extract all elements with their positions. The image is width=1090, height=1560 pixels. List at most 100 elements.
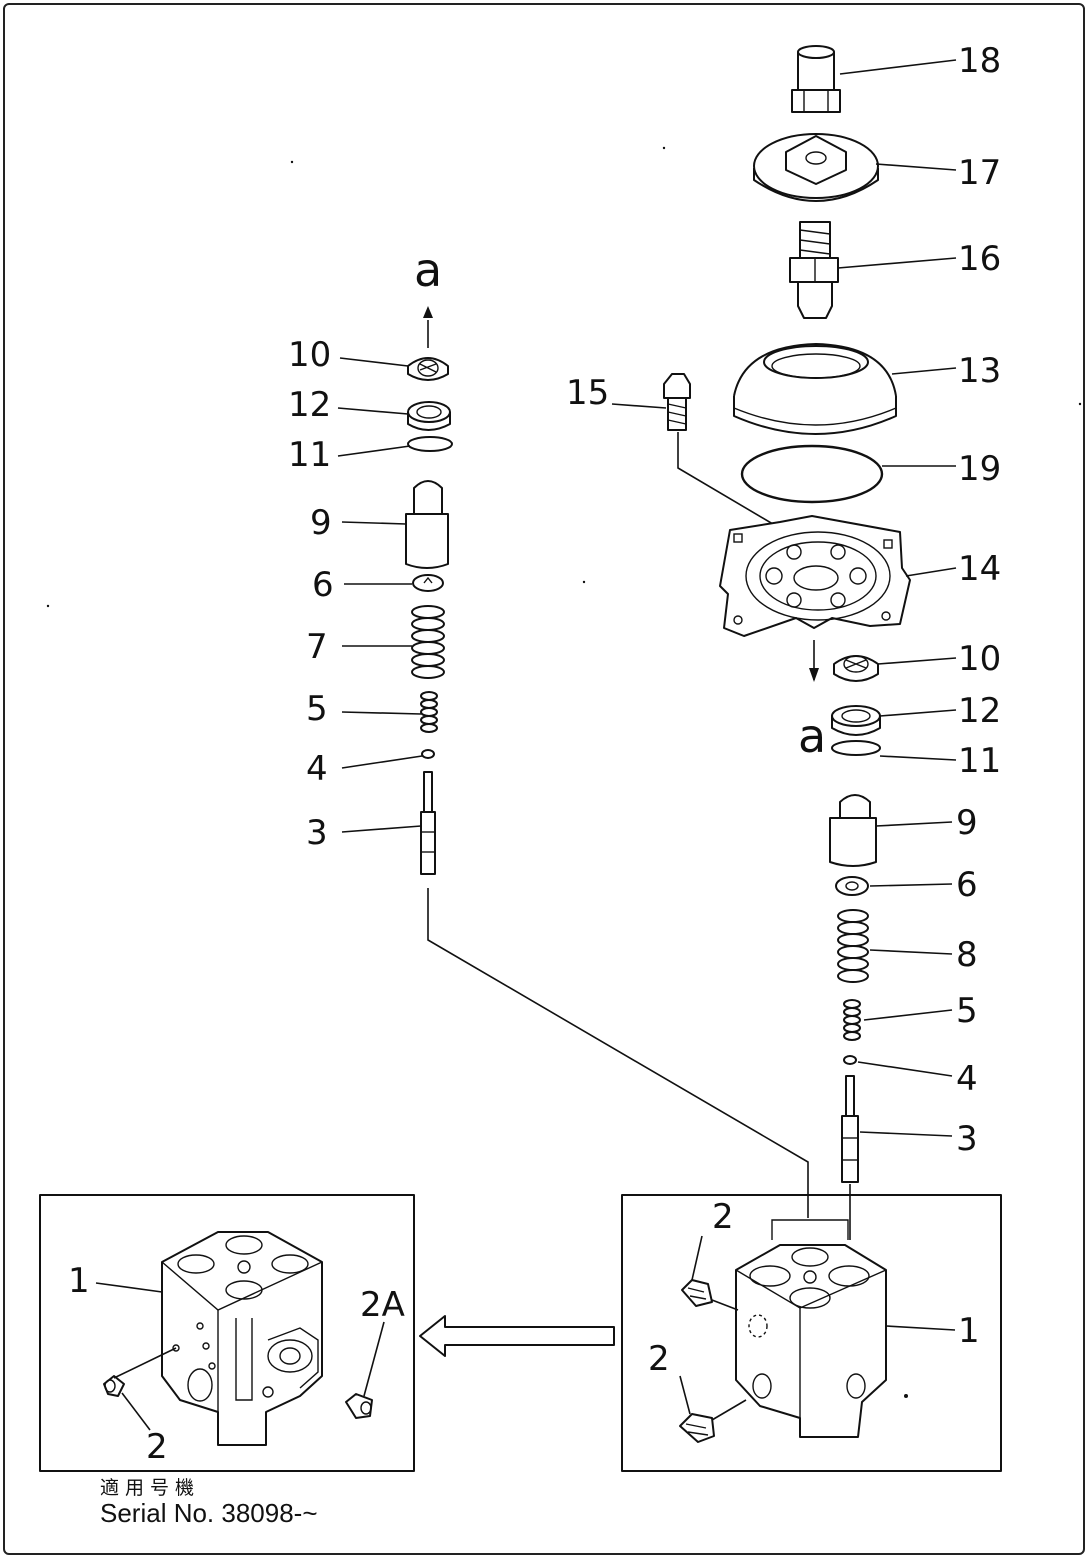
label-11-left: 11	[288, 435, 331, 475]
leader-4-right	[857, 1061, 953, 1077]
pump-body-detail	[161, 1231, 323, 1446]
leader-plug-top-bore	[711, 1299, 739, 1311]
part-5-left	[420, 691, 438, 733]
label-15: 15	[566, 373, 609, 413]
leader-16	[837, 257, 957, 269]
part-11-left	[407, 436, 453, 452]
leader-1-main	[885, 1325, 956, 1331]
part-4-left	[421, 749, 435, 759]
leader-5-right	[863, 1009, 953, 1021]
part-7-left	[411, 605, 445, 680]
leader-6-right	[869, 883, 953, 887]
label-10-right: 10	[958, 639, 1001, 679]
label-19: 19	[958, 449, 1001, 489]
leader-15	[611, 403, 667, 409]
label-3-left: 3	[306, 813, 328, 853]
part-3-left	[420, 771, 436, 875]
plug-2-detail	[103, 1375, 125, 1397]
label-4-right: 4	[956, 1059, 978, 1099]
part-14	[719, 515, 911, 637]
leader-plug-bore	[113, 1347, 177, 1379]
leader-8-right	[869, 949, 953, 955]
label-7-left: 7	[306, 627, 328, 667]
part-8-right	[837, 909, 869, 983]
part-15	[663, 373, 691, 431]
label-13: 13	[958, 351, 1001, 391]
part-9-right	[829, 794, 877, 867]
label-2-detail: 2	[146, 1427, 168, 1467]
plug-2-main-bottom	[679, 1413, 715, 1443]
leader-5-left	[341, 711, 422, 715]
label-8-right: 8	[956, 935, 978, 975]
view-direction-arrow	[419, 1315, 615, 1357]
assembly-line-left	[427, 888, 809, 1218]
leader-3-right	[859, 1131, 953, 1137]
part-12-left	[407, 401, 451, 431]
label-5-left: 5	[306, 689, 328, 729]
arrow-a-left-head	[423, 306, 433, 318]
applicability-note: 適用号機 Serial No. 38098-~	[100, 1478, 318, 1527]
leader-10-right	[877, 657, 957, 665]
label-14: 14	[958, 549, 1001, 589]
label-2-main-top: 2	[712, 1197, 734, 1237]
label-17: 17	[958, 153, 1001, 193]
part-17	[753, 133, 879, 202]
leader-18	[839, 59, 957, 75]
leader-2-main-bottom	[679, 1375, 691, 1415]
label-3-right: 3	[956, 1119, 978, 1159]
leader-2-detail	[121, 1392, 151, 1431]
leader-2a-detail	[363, 1321, 385, 1397]
label-10-left: 10	[288, 335, 331, 375]
part-10-left	[407, 357, 449, 381]
label-1-detail: 1	[68, 1261, 90, 1301]
label-2a-detail: 2A	[360, 1285, 405, 1325]
leader-3-left	[341, 825, 422, 833]
label-9-left: 9	[310, 503, 332, 543]
dot-mark	[904, 1394, 908, 1398]
part-5-right	[843, 999, 861, 1041]
label-a-left: a	[414, 243, 442, 297]
leader-1-detail	[95, 1282, 163, 1293]
leader-9-right	[875, 821, 953, 827]
serial-number: Serial No. 38098-~	[100, 1497, 318, 1528]
label-12-right: 12	[958, 691, 1001, 731]
part-18	[791, 45, 841, 113]
label-11-right: 11	[958, 741, 1001, 781]
label-5-right: 5	[956, 991, 978, 1031]
part-6-right	[835, 876, 869, 896]
assembly-line-bolt-15	[677, 432, 801, 541]
label-1-main: 1	[958, 1311, 980, 1351]
part-6-left	[412, 574, 444, 592]
part-3-right	[841, 1075, 859, 1183]
part-16	[789, 221, 839, 319]
part-19	[740, 444, 884, 504]
label-a-right: a	[798, 709, 826, 763]
plug-2-main-top	[681, 1279, 713, 1307]
arrow-a-right-head	[809, 668, 819, 682]
plug-2a-detail	[345, 1393, 373, 1419]
leader-10-left	[339, 357, 409, 367]
label-6-left: 6	[312, 565, 334, 605]
part-12-right	[831, 705, 881, 736]
drawing-frame	[3, 3, 1085, 1555]
part-13	[733, 343, 897, 435]
label-12-left: 12	[288, 385, 331, 425]
part-11-right	[831, 740, 881, 756]
leader-13	[891, 367, 957, 375]
leader-4-left	[341, 755, 423, 769]
part-9-left	[405, 480, 449, 569]
leader-11-left	[337, 445, 411, 457]
leader-2-main-top	[691, 1235, 703, 1281]
leader-9-left	[341, 521, 407, 525]
leader-17	[875, 163, 957, 171]
leader-11-right	[879, 755, 957, 761]
label-6-right: 6	[956, 865, 978, 905]
applicability-japanese: 適用号機	[100, 1477, 201, 1499]
leader-12-right	[879, 709, 957, 717]
part-4-right	[843, 1055, 857, 1065]
label-4-left: 4	[306, 749, 328, 789]
leader-14	[905, 567, 957, 577]
label-2-main-bottom: 2	[648, 1339, 670, 1379]
leader-12-left	[337, 407, 409, 415]
